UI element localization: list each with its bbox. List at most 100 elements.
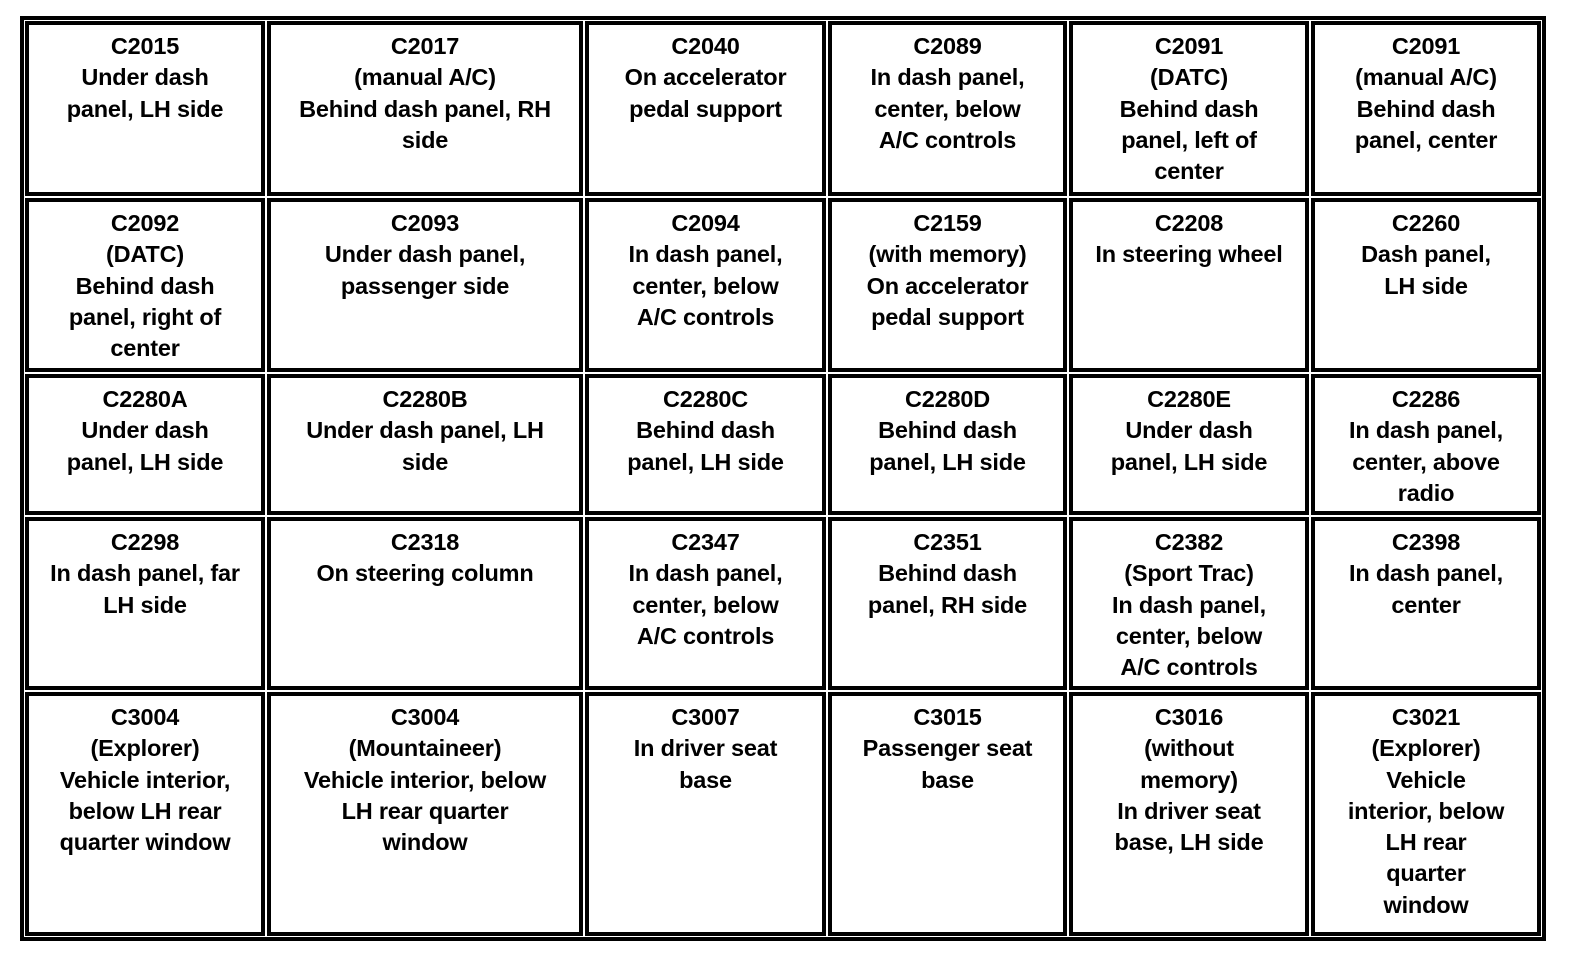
connector-cell-text: C3016(without memory) In driver seat bas… bbox=[1077, 702, 1301, 858]
connector-cell: C2382(Sport Trac) In dash panel, center,… bbox=[1069, 517, 1309, 690]
connector-cell-text: C2382(Sport Trac) In dash panel, center,… bbox=[1077, 527, 1301, 683]
connector-location: Dash panel, LH side bbox=[1361, 241, 1491, 299]
connector-id: C2398 bbox=[1391, 529, 1461, 555]
connector-location: Passenger seat base bbox=[862, 735, 1033, 793]
connector-location: (manual A/C) Behind dash panel, center bbox=[1354, 64, 1498, 153]
connector-id: C3007 bbox=[671, 704, 740, 730]
connector-cell-text: C2286 In dash panel, center, above radio bbox=[1319, 384, 1533, 509]
connector-location: (Explorer) Vehicle interior, below LH re… bbox=[59, 735, 231, 855]
connector-id: C3021 bbox=[1391, 704, 1461, 730]
connector-cell: C2298 In dash panel, far LH side bbox=[25, 517, 265, 690]
connector-id: C2280E bbox=[1147, 386, 1231, 412]
connector-cell-text: C3004 (Explorer) Vehicle interior, below … bbox=[33, 702, 257, 858]
connector-cell-text: C2159 (with memory) On accelerator pedal … bbox=[836, 208, 1059, 333]
connector-location: (Explorer) Vehicle interior, below LH re… bbox=[1347, 735, 1505, 918]
connector-cell: C2280D Behind dash panel, LH side bbox=[828, 374, 1067, 515]
connector-location: Under dash panel, LH side bbox=[1110, 417, 1268, 475]
connector-location: On accelerator pedal support bbox=[624, 64, 787, 122]
connector-location: Behind dash panel, RH side bbox=[867, 560, 1028, 618]
connector-location: Under dash panel, LH side bbox=[66, 417, 224, 475]
connector-cell: C3021 (Explorer) Vehicle interior, below … bbox=[1311, 692, 1541, 936]
connector-cell: C3004 (Mountaineer) Vehicle interior, bel… bbox=[267, 692, 583, 936]
connector-id: C3004 bbox=[390, 704, 460, 730]
connector-cell-text: C3021 (Explorer) Vehicle interior, below … bbox=[1319, 702, 1533, 921]
connector-id: C2040 bbox=[671, 33, 740, 59]
connector-id: C2260 bbox=[1391, 210, 1461, 236]
connector-cell: C2040 On accelerator pedal support bbox=[585, 21, 826, 196]
connector-cell-text: C2280E Under dash panel, LH side bbox=[1077, 384, 1301, 478]
connector-id: C2015 bbox=[110, 33, 180, 59]
connector-cell: C2286 In dash panel, center, above radio bbox=[1311, 374, 1541, 515]
connector-location: (Mountaineer) Vehicle interior, below LH… bbox=[303, 735, 547, 855]
connector-cell: C2318 On steering column bbox=[267, 517, 583, 690]
connector-id: C2347 bbox=[671, 529, 740, 555]
connector-id: C2280C bbox=[662, 386, 749, 412]
connector-id: C2280B bbox=[382, 386, 468, 412]
connector-id: C2017 bbox=[390, 33, 460, 59]
connector-id: C3015 bbox=[913, 704, 982, 730]
connector-cell-text: C2347 In dash panel, center, below A/C co… bbox=[593, 527, 818, 652]
connector-location: (without memory) In driver seat base, LH… bbox=[1114, 735, 1264, 855]
connector-location: In dash panel, far LH side bbox=[50, 560, 240, 618]
connector-id: C2286 bbox=[1391, 386, 1461, 412]
connector-id: C2382 bbox=[1154, 529, 1224, 555]
connector-id: C2091 bbox=[1154, 33, 1224, 59]
connector-location: Under dash panel, LH side bbox=[66, 64, 224, 122]
connector-location: On steering column bbox=[316, 560, 534, 587]
connector-id: C2351 bbox=[913, 529, 982, 555]
connector-location: (with memory) On accelerator pedal suppo… bbox=[866, 241, 1029, 330]
connector-location: Behind dash panel, LH side bbox=[869, 417, 1026, 475]
connector-location: (DATC) Behind dash panel, right of cente… bbox=[68, 241, 222, 361]
connector-location: In dash panel, center, below A/C control… bbox=[870, 64, 1025, 153]
connector-cell: C2091 (DATC) Behind dash panel, left of c… bbox=[1069, 21, 1309, 196]
connector-cell-text: C2040 On accelerator pedal support bbox=[593, 31, 818, 125]
connector-cell: C2347 In dash panel, center, below A/C co… bbox=[585, 517, 826, 690]
connector-cell: C2159 (with memory) On accelerator pedal … bbox=[828, 198, 1067, 372]
connector-cell-text: C2092 (DATC) Behind dash panel, right of … bbox=[33, 208, 257, 364]
connector-cell-text: C2298 In dash panel, far LH side bbox=[33, 527, 257, 621]
connector-id: C2159 bbox=[913, 210, 982, 236]
connector-cell: C2280B Under dash panel, LH side bbox=[267, 374, 583, 515]
connector-id: C3004 bbox=[110, 704, 180, 730]
connector-cell: C2089 In dash panel, center, below A/C co… bbox=[828, 21, 1067, 196]
connector-id: C2094 bbox=[671, 210, 740, 236]
connector-id: C2091 bbox=[1391, 33, 1461, 59]
connector-cell-text: C2091 (manual A/C) Behind dash panel, cen… bbox=[1319, 31, 1533, 156]
connector-location: In dash panel, center, above radio bbox=[1349, 417, 1503, 506]
connector-id: C2089 bbox=[913, 33, 982, 59]
connector-cell-text: C2091 (DATC) Behind dash panel, left of c… bbox=[1077, 31, 1301, 187]
connector-cell: C2091 (manual A/C) Behind dash panel, cen… bbox=[1311, 21, 1541, 196]
connector-cell-text: C2280D Behind dash panel, LH side bbox=[836, 384, 1059, 478]
connector-id: C2280D bbox=[904, 386, 991, 412]
connector-id: C2298 bbox=[110, 529, 180, 555]
connector-cell-text: C2089 In dash panel, center, below A/C co… bbox=[836, 31, 1059, 156]
connector-cell: C3016(without memory) In driver seat bas… bbox=[1069, 692, 1309, 936]
connector-id: C2093 bbox=[390, 210, 460, 236]
connector-id: C2318 bbox=[390, 529, 460, 555]
connector-location: Under dash panel, LH side bbox=[306, 417, 544, 475]
connector-id: C2092 bbox=[110, 210, 180, 236]
connector-location: In dash panel, center, below A/C control… bbox=[628, 560, 783, 649]
connector-cell: C2017 (manual A/C) Behind dash panel, RH … bbox=[267, 21, 583, 196]
connector-cell-text: C2318 On steering column bbox=[275, 527, 575, 590]
connector-location: (DATC) Behind dash panel, left of center bbox=[1119, 64, 1259, 184]
connector-location: (manual A/C) Behind dash panel, RH side bbox=[299, 64, 551, 153]
